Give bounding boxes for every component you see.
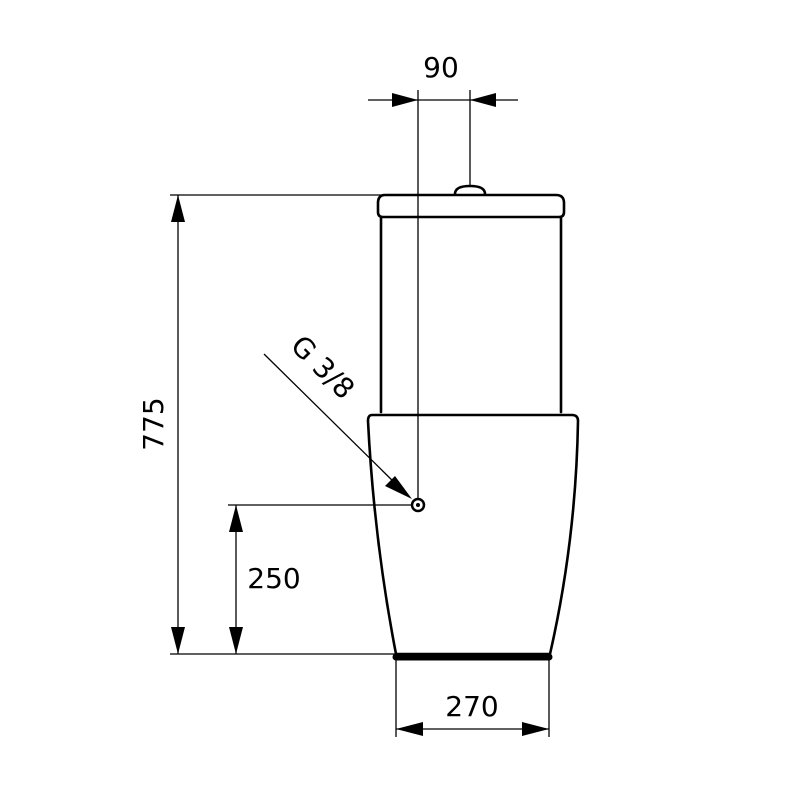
dim-775-arrow-top (171, 195, 185, 222)
dim-250-arrow-bottom (229, 627, 243, 654)
inlet-centerline (410, 90, 471, 513)
dimension-270: 270 (395, 660, 550, 737)
dim-250-arrow-top (229, 505, 243, 532)
dim-90-arrow-right (470, 93, 496, 107)
cistern-body (379, 215, 563, 414)
dim-775-label: 775 (137, 397, 170, 450)
dim-270-arrow-right (522, 722, 549, 736)
dim-775-arrow-bottom (171, 627, 185, 654)
dim-90-label: 90 (423, 51, 459, 84)
dim-270-label: 270 (445, 690, 498, 723)
inlet-leader-arrow (385, 476, 412, 499)
dimension-250: 250 (228, 504, 412, 654)
cistern (376, 184, 566, 414)
dimension-90: 90 (368, 51, 518, 107)
dimension-775: 775 (137, 194, 420, 655)
cistern-lid (376, 193, 566, 219)
dim-270-arrow-left (396, 722, 423, 736)
inlet-leader-line (263, 353, 401, 489)
dim-90-arrow-left (392, 93, 418, 107)
water-inlet-center (416, 503, 420, 507)
flush-button (453, 184, 487, 196)
inlet-thread-label: G 3/8 (284, 329, 361, 406)
dim-250-label: 250 (247, 562, 300, 595)
pan-body (366, 413, 580, 656)
pan (366, 413, 580, 661)
